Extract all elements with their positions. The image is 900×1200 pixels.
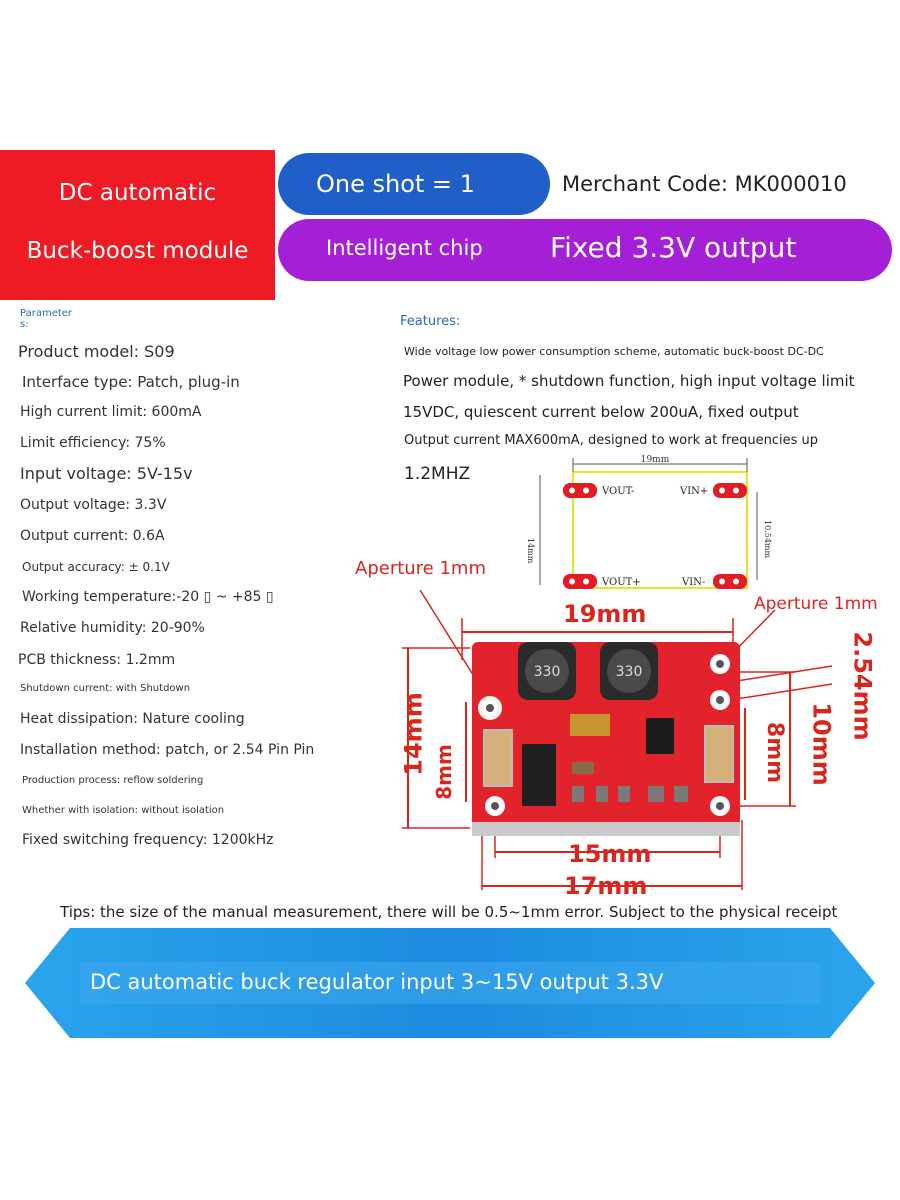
param-production-process: Production process: reflow soldering	[22, 775, 204, 786]
param-product-model: Product model: S09	[18, 342, 175, 361]
features-title: Features:	[400, 314, 461, 329]
footprint-pad-vin-plus	[713, 483, 747, 498]
param-heat-dissipation: Heat dissipation: Nature cooling	[20, 711, 245, 727]
measurement-tips: Tips: the size of the manual measurement…	[60, 903, 838, 921]
aperture-label-left: Aperture 1mm	[355, 558, 487, 579]
merchant-code: Merchant Code: MK000010	[562, 172, 847, 196]
param-switching-frequency: Fixed switching frequency: 1200kHz	[22, 832, 274, 848]
footprint-width-label: 19mm	[641, 455, 670, 465]
dimension-8mm-right: 8mm	[762, 721, 788, 784]
board-illustration: 330 330	[402, 590, 833, 890]
module-title-box: DC automatic Buck-boost module	[0, 150, 275, 300]
param-output-accuracy: Output accuracy: ± 0.1V	[22, 560, 170, 574]
dimension-2-54mm: 2.54mm	[848, 631, 877, 741]
footprint-pitch-label: 10.54mm	[763, 520, 772, 558]
bottom-banner-text: DC automatic buck regulator input 3~15V …	[90, 970, 664, 994]
parameters-title: Parameter s:	[20, 308, 73, 330]
aperture-label-right: Aperture 1mm	[754, 594, 878, 614]
feature-line-4: Output current MAX600mA, designed to wor…	[404, 433, 818, 448]
feature-line-2: Power module, * shutdown function, high …	[403, 372, 855, 390]
param-current-limit: High current limit: 600mA	[20, 404, 202, 420]
dimension-14mm: 14mm	[399, 692, 428, 776]
param-relative-humidity: Relative humidity: 20-90%	[20, 620, 205, 636]
param-shutdown-current: Shutdown current: with Shutdown	[20, 683, 191, 694]
param-output-current: Output current: 0.6A	[20, 528, 165, 544]
one-shot-badge: One shot = 1	[278, 153, 550, 215]
module-title-line2: Buck-boost module	[26, 238, 249, 264]
dimension-17mm: 17mm	[564, 872, 648, 900]
param-installation-method: Installation method: patch, or 2.54 Pin …	[20, 742, 315, 758]
footprint-pad-vout-minus	[563, 483, 597, 498]
param-isolation: Whether with isolation: without isolatio…	[22, 805, 225, 816]
footprint-pad-vout-plus	[563, 574, 597, 589]
footprint-height-label: 14mm	[526, 538, 535, 564]
param-interface-type: Interface type: Patch, plug-in	[22, 373, 240, 391]
inductor-2: 330	[600, 642, 658, 700]
footprint-diagram: 19mm 14mm 10.54mm VOUT- VIN+ VOUT+ VIN-	[526, 455, 772, 589]
pin-label-vin-plus: VIN+	[679, 486, 708, 497]
param-working-temperature: Working temperature:-20 ▯ ~ +85 ▯	[22, 589, 274, 605]
output-banner: Intelligent chip Fixed 3.3V output	[278, 219, 892, 281]
fixed-output-label: Fixed 3.3V output	[550, 231, 797, 264]
param-input-voltage: Input voltage: 5V-15v	[20, 464, 193, 483]
pcb-board: 330 330	[472, 642, 740, 836]
feature-line-5: 1.2MHZ	[404, 464, 471, 484]
dimension-10mm: 10mm	[807, 702, 836, 786]
intelligent-chip-label: Intelligent chip	[326, 236, 483, 260]
bottom-banner	[25, 928, 875, 1038]
param-output-voltage: Output voltage: 3.3V	[20, 497, 167, 513]
pin-label-vin-minus: VIN-	[681, 577, 705, 588]
dimension-8mm-left: 8mm	[431, 744, 456, 800]
dimension-15mm: 15mm	[568, 840, 652, 868]
inductor-1: 330	[518, 642, 576, 700]
feature-line-3: 15VDC, quiescent current below 200uA, fi…	[403, 403, 799, 421]
pin-label-vout-plus: VOUT+	[601, 577, 641, 588]
footprint-pad-vin-minus	[713, 574, 747, 589]
pin-label-vout-minus: VOUT-	[601, 486, 634, 497]
inductor-1-label: 330	[534, 664, 561, 680]
module-title-line1: DC automatic	[58, 180, 217, 206]
param-pcb-thickness: PCB thickness: 1.2mm	[18, 652, 176, 668]
dimension-19mm: 19mm	[563, 600, 647, 628]
feature-line-1: Wide voltage low power consumption schem…	[404, 345, 824, 358]
inductor-2-label: 330	[616, 664, 643, 680]
param-efficiency: Limit efficiency: 75%	[20, 435, 166, 451]
